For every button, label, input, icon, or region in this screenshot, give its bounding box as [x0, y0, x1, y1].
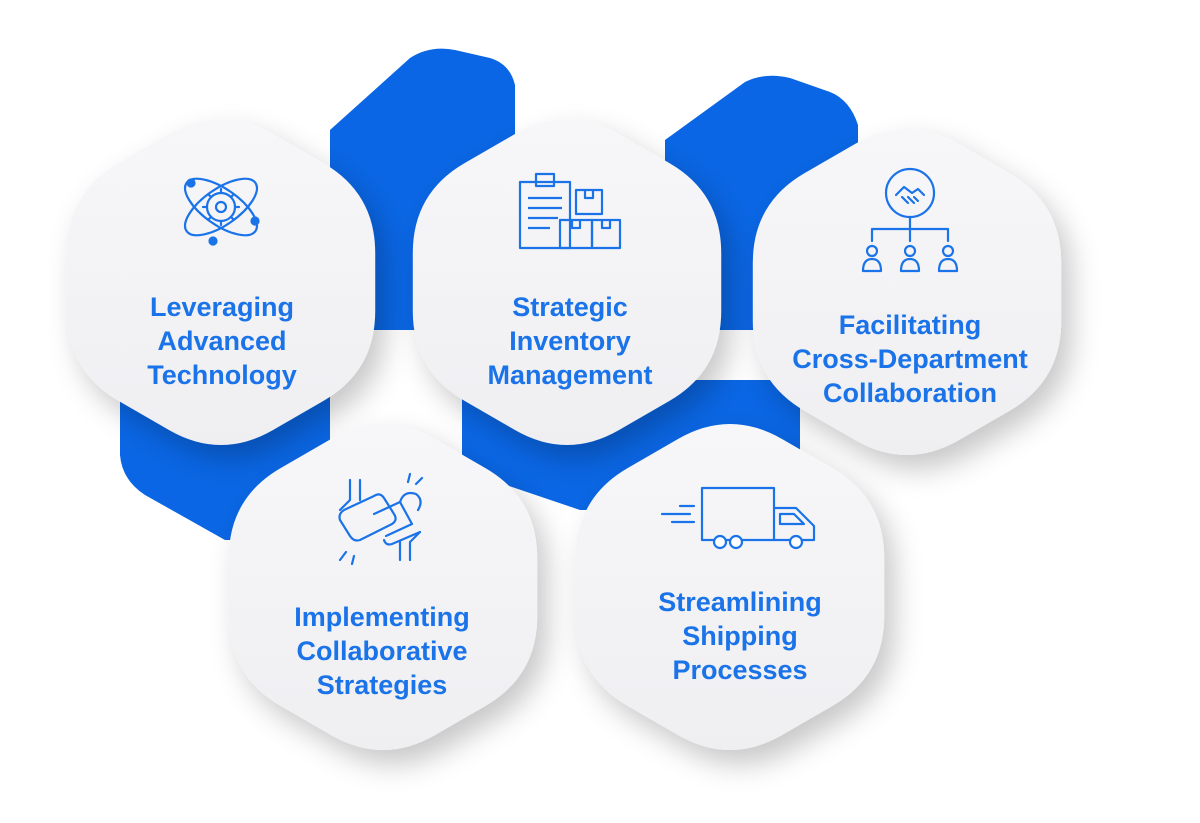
- card-label-strategies: Implementing Collaborative Strategies: [294, 602, 470, 700]
- hexagon-card-technology: [66, 119, 376, 445]
- card-hexagons: [66, 119, 1062, 750]
- atom-gear-icon: [183, 177, 260, 246]
- hexagon-card-inventory: [412, 119, 722, 445]
- clipboard-boxes-icon: [518, 172, 622, 250]
- card-label-collaboration: Facilitating Cross-Department Collaborat…: [792, 310, 1028, 408]
- card-label-inventory: Strategic Inventory Management: [487, 292, 653, 390]
- hexagon-card-shipping: [575, 424, 885, 750]
- card-label-technology: Leveraging Advanced Technology: [147, 292, 297, 390]
- hexagon-card-strategies: [228, 424, 538, 750]
- delivery-truck-icon: [660, 486, 816, 550]
- handshake-org-chart-icon: [861, 167, 959, 273]
- puzzle-hands-icon: [338, 472, 424, 566]
- card-label-shipping: Streamlining Shipping Processes: [658, 587, 822, 685]
- hexagon-card-collaboration: [752, 129, 1062, 455]
